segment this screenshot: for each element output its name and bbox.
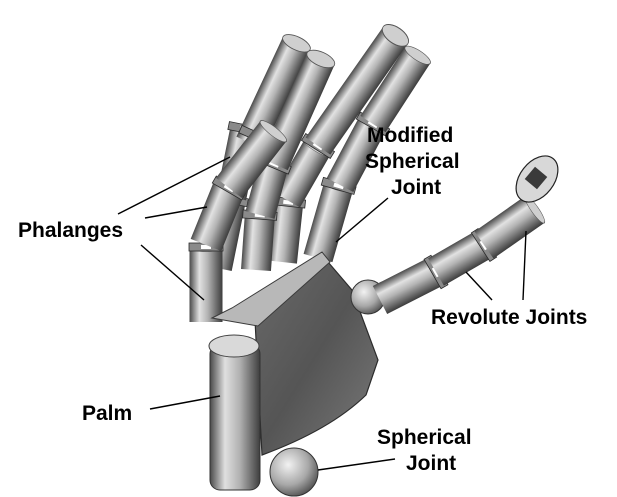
leader-revolute-1 bbox=[466, 272, 492, 300]
label-modified-spherical-joint-line2: Spherical bbox=[365, 150, 460, 173]
label-modified-spherical-joint-line1: Modified bbox=[367, 124, 453, 147]
leader-revolute-2 bbox=[523, 231, 526, 300]
label-spherical-joint-line2: Joint bbox=[406, 452, 456, 475]
label-phalanges: Phalanges bbox=[18, 219, 123, 242]
leader-spherical-joint bbox=[318, 459, 395, 470]
spherical-joint-ball bbox=[270, 448, 318, 496]
hand-model bbox=[189, 20, 566, 496]
label-spherical-joint-line1: Spherical bbox=[377, 426, 472, 449]
leader-phalanges-2 bbox=[145, 207, 207, 218]
label-revolute-joints: Revolute Joints bbox=[431, 306, 587, 329]
label-palm: Palm bbox=[82, 402, 132, 425]
label-modified-spherical-joint-line3: Joint bbox=[391, 176, 441, 199]
